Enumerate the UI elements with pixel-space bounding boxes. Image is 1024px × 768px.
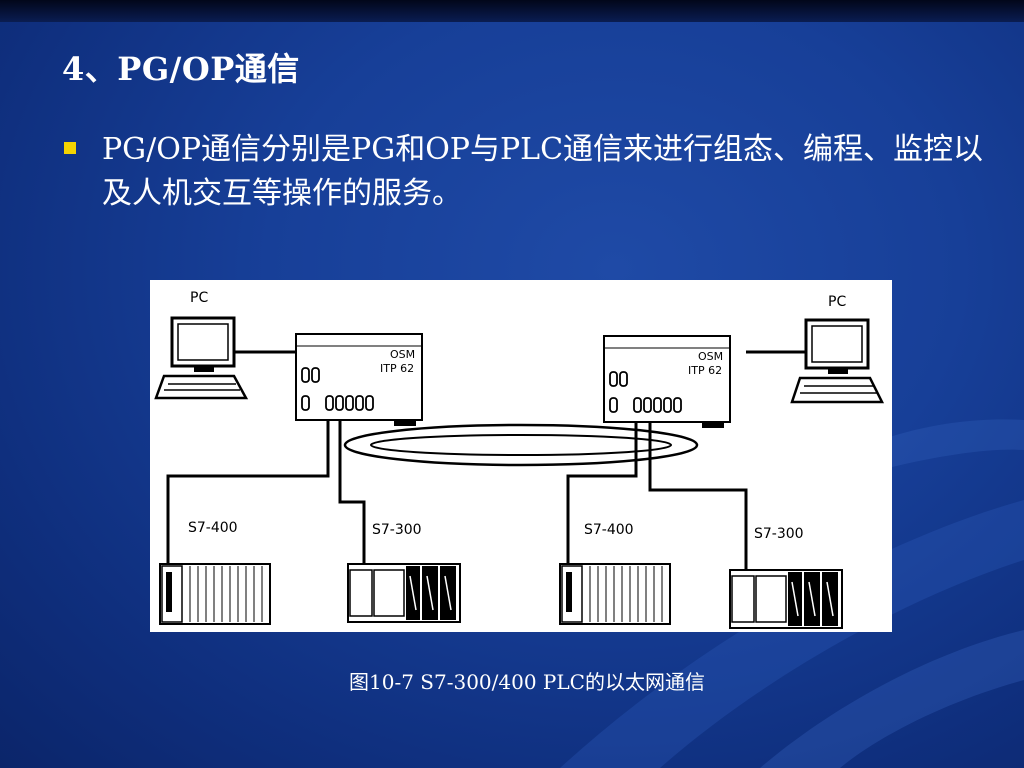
plc-s7-400-left-icon [159, 563, 271, 625]
bullet-square-icon [64, 142, 76, 154]
plc-s7-400-left-label: S7-400 [188, 520, 238, 536]
figure-caption: 图10-7 S7-300/400 PLC的以太网通信 [349, 670, 705, 694]
plc-s7-400-right-label: S7-400 [584, 522, 634, 538]
switch-right-label-2: ITP 62 [688, 364, 722, 377]
bullet-item: PG/OP通信分别是PG和OP与PLC通信来进行组态、编程、监控以及人机交互等操… [64, 128, 994, 216]
plc-s7-300-right-icon [729, 569, 843, 629]
pc-right-icon [790, 318, 885, 404]
network-diagram: PC PC OSM ITP 62 [150, 280, 892, 632]
plc-s7-300-left-icon [347, 563, 461, 623]
top-band [0, 0, 1024, 22]
switch-left-label-1: OSM [390, 348, 415, 361]
switch-left-label-2: ITP 62 [380, 362, 414, 375]
plc-s7-300-right-label: S7-300 [754, 526, 804, 542]
bullet-text: PG/OP通信分别是PG和OP与PLC通信来进行组态、编程、监控以及人机交互等操… [102, 132, 984, 211]
pc-right-label: PC [828, 294, 846, 310]
pc-left-label: PC [190, 290, 208, 306]
switch-left-icon [295, 333, 423, 426]
plc-s7-400-right-icon [559, 563, 671, 625]
ethernet-ring [343, 423, 699, 467]
slide-title: 4、PG/OP通信 [62, 50, 300, 88]
pc-left-icon [154, 316, 249, 400]
plc-s7-300-left-label: S7-300 [372, 522, 422, 538]
switch-right-icon [603, 335, 731, 428]
switch-right-label-1: OSM [698, 350, 723, 363]
